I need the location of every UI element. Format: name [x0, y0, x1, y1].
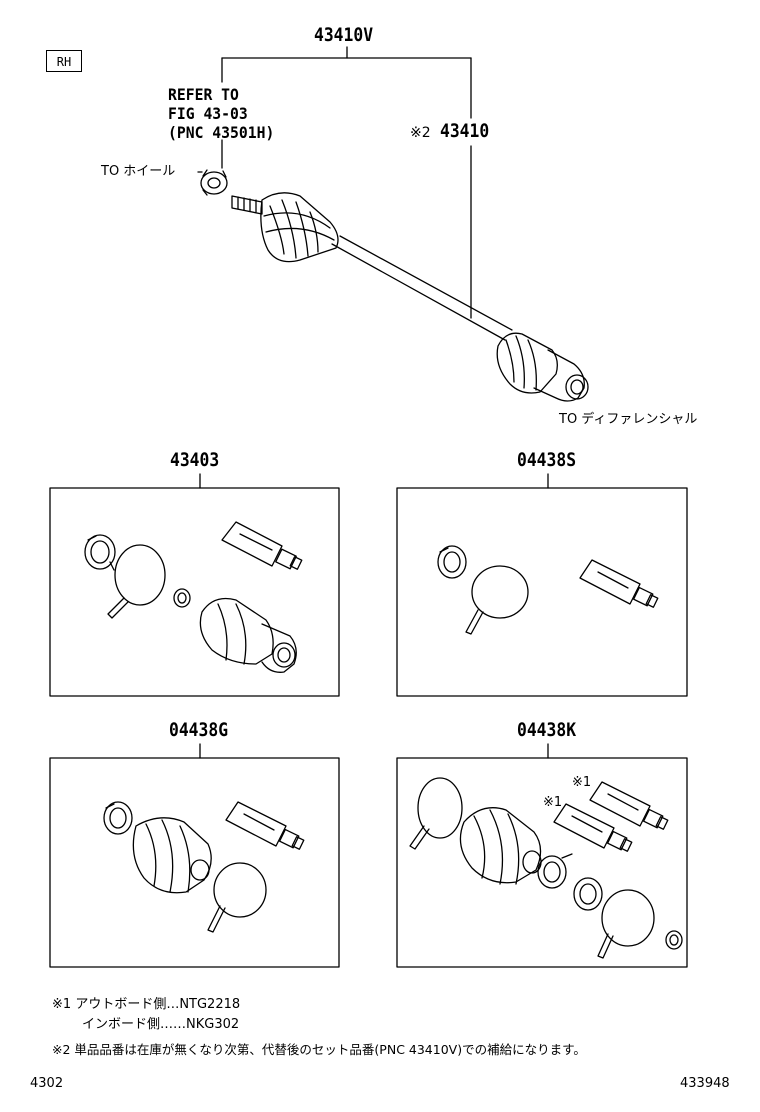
boot-band — [417, 777, 463, 839]
figure-number: 4302 — [30, 1076, 64, 1091]
leader-lines — [197, 46, 472, 319]
footnote-2-mark: ※2 — [52, 1042, 71, 1057]
boot-band — [471, 565, 529, 619]
footnote-1-line2: インボード側……NKG302 — [82, 1017, 240, 1032]
kit-part-number[interactable]: 04438K — [517, 719, 577, 741]
snap-ring — [665, 930, 683, 950]
kit-part-number[interactable]: 04438S — [517, 449, 577, 471]
kit-box-04438G — [49, 757, 340, 968]
snap-ring — [173, 588, 191, 608]
kit-box-43403 — [49, 487, 340, 697]
footnote-2-text: 単品品番は在庫が無くなり次第、代替後のセット品番(PNC 43410V)での補給… — [74, 1042, 586, 1057]
kit-04438S-parts — [437, 545, 659, 635]
footnote-1-mark: ※1 — [52, 997, 72, 1012]
grease-tube — [225, 801, 305, 850]
refer-line2: FIG 43-03 — [168, 104, 248, 123]
grease-tube — [221, 521, 303, 570]
kit-box-04438K — [396, 757, 688, 968]
grease-tube — [579, 559, 659, 608]
region-tag: RH — [46, 50, 82, 72]
kit-04438G-parts — [103, 801, 305, 933]
boot-band — [601, 889, 655, 947]
footnote-1-line1: アウトボード側…NTG2218 — [75, 997, 241, 1012]
main-part-number[interactable]: 43410V — [314, 24, 374, 46]
grease-tube — [589, 781, 669, 830]
refer-line1: REFER TO — [168, 85, 239, 104]
to-differential-label: TO ディファレンシャル — [559, 412, 698, 427]
sub-part-mark: ※2 — [410, 125, 431, 141]
kit-note-mark: ※1 — [572, 775, 592, 790]
kit-04438K-parts — [409, 777, 683, 959]
footnote-2: ※2 単品品番は在庫が無くなり次第、代替後のセット品番(PNC 43410V)で… — [52, 1042, 586, 1057]
boot-clamp — [573, 877, 603, 911]
sub-part-number[interactable]: 43410 — [440, 120, 490, 142]
boot-clamp — [84, 534, 116, 570]
boot-band — [114, 544, 166, 606]
snap-ring — [537, 855, 567, 889]
cv-boot — [199, 597, 297, 673]
kit-part-number[interactable]: 04438G — [169, 719, 229, 741]
sub-part-label: ※2 43410 — [410, 122, 497, 141]
hub-nut — [200, 171, 228, 195]
cv-boot — [459, 807, 542, 885]
kit-part-number[interactable]: 43403 — [170, 449, 220, 471]
drive-shaft-assembly — [200, 169, 589, 402]
illustration-id: 433948 — [680, 1076, 730, 1091]
footnote-1: ※1 アウトボード側…NTG2218 — [52, 998, 240, 1011]
boot-band — [213, 862, 267, 918]
kit-boxes — [49, 473, 688, 968]
grease-tube — [553, 803, 633, 852]
refer-note: REFER TO FIG 43-03 (PNC 43501H) — [168, 85, 274, 142]
to-wheel-label: TO ホイール — [101, 164, 176, 179]
kit-43403-parts — [84, 521, 303, 673]
cv-boot — [132, 817, 212, 894]
boot-clamp — [437, 545, 467, 579]
kit-note-mark: ※1 — [543, 795, 563, 810]
boot-clamp — [103, 801, 133, 835]
kit-box-04438S — [396, 487, 688, 697]
refer-line3[interactable]: (PNC 43501H) — [168, 123, 275, 142]
